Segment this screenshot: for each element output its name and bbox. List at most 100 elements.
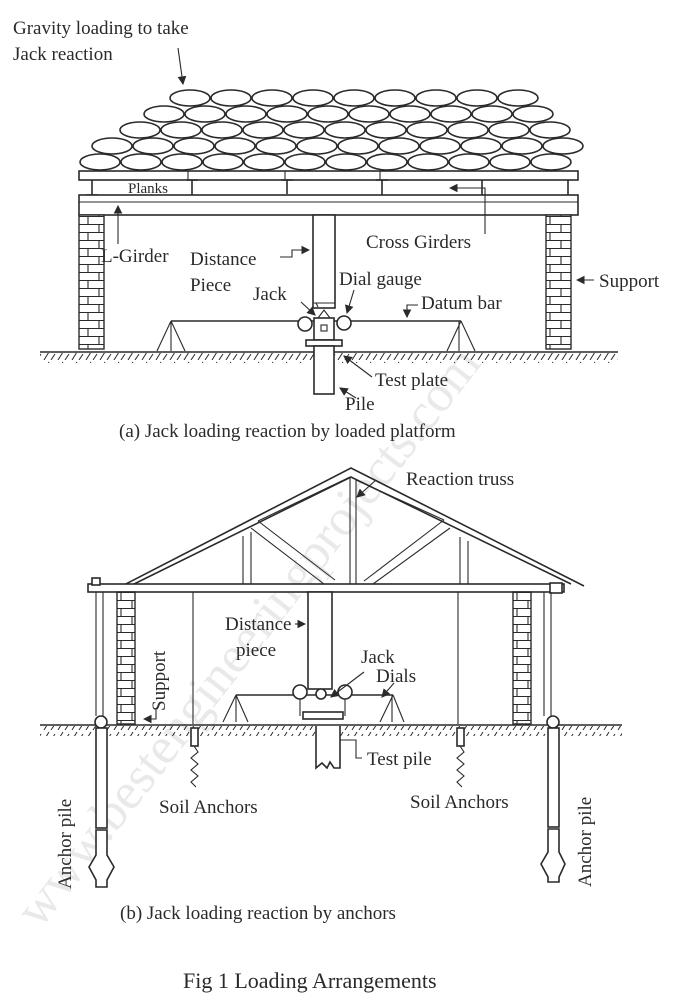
label-cross-girders: Cross Girders xyxy=(366,232,471,253)
support-left-brick-b xyxy=(116,591,136,725)
test-plate xyxy=(305,339,343,347)
support-right-brick xyxy=(545,214,572,350)
label-l-girder: L-Girder xyxy=(101,246,169,267)
sandbag xyxy=(201,121,243,139)
soil-anchor-right xyxy=(456,727,465,788)
label-dial-gauge: Dial gauge xyxy=(339,269,422,290)
label-distance: Distance xyxy=(190,249,256,270)
panel-b-anchors: Reaction truss Distance piece Jack Dials… xyxy=(40,467,622,924)
sandbag xyxy=(242,121,284,139)
label-distance-b: Distance xyxy=(225,614,291,635)
support-right-brick-b xyxy=(512,591,532,725)
caption-panel-b: (b) Jack loading reaction by anchors xyxy=(120,903,396,924)
sandbag xyxy=(447,121,489,139)
jack-b xyxy=(315,688,327,700)
sandbag xyxy=(389,105,431,123)
sandbag xyxy=(512,105,554,123)
sandbag xyxy=(284,153,326,171)
jack-dials-assembly-b xyxy=(292,684,353,720)
sandbag xyxy=(292,89,334,107)
sandbag xyxy=(366,153,408,171)
sandbag xyxy=(120,153,162,171)
label-test-pile: Test pile xyxy=(367,749,432,770)
sandbag xyxy=(456,89,498,107)
label-gravity-loading: Gravity loading to take xyxy=(13,18,189,39)
sandbag xyxy=(460,137,502,155)
label-jack: Jack xyxy=(253,284,287,305)
sandbag xyxy=(225,105,267,123)
sandbag xyxy=(348,105,390,123)
sandbag xyxy=(415,89,457,107)
anchor-pile-right xyxy=(540,715,566,883)
label-soil-anchors-left: Soil Anchors xyxy=(159,797,258,818)
sandbag xyxy=(132,137,174,155)
label-support-b: Support xyxy=(149,650,170,711)
anchor-pile-left xyxy=(88,715,115,888)
dial-gauge-right xyxy=(336,315,352,331)
dial-left-b xyxy=(292,684,308,700)
sandbag xyxy=(307,105,349,123)
label-datum-bar: Datum bar xyxy=(421,293,502,314)
label-piece: Piece xyxy=(190,275,231,296)
sandbag xyxy=(169,89,211,107)
sandbag xyxy=(542,137,584,155)
sandbag xyxy=(501,137,543,155)
gravity-load-sandbags xyxy=(79,89,584,171)
sandbag xyxy=(488,121,530,139)
label-piece-b: piece xyxy=(236,640,276,661)
sandbag xyxy=(161,153,203,171)
distance-piece xyxy=(312,214,336,309)
sandbag xyxy=(184,105,226,123)
sandbag xyxy=(471,105,513,123)
sandbag xyxy=(406,121,448,139)
sandbag xyxy=(251,89,293,107)
sandbag xyxy=(91,137,133,155)
soil-anchor-left xyxy=(190,727,199,788)
sandbag xyxy=(210,89,252,107)
sandbag xyxy=(378,137,420,155)
sandbag xyxy=(333,89,375,107)
label-soil-anchors-right: Soil Anchors xyxy=(410,792,509,813)
panel-a-loaded-platform: Gravity loading to take Jack reaction Pl… xyxy=(13,18,660,442)
label-anchor-pile-right: Anchor pile xyxy=(575,797,596,887)
sandbag xyxy=(407,153,449,171)
sandbag xyxy=(266,105,308,123)
label-test-plate: Test plate xyxy=(375,370,448,391)
sandbag xyxy=(325,153,367,171)
label-pile: Pile xyxy=(345,394,375,415)
jack-assembly xyxy=(297,309,352,347)
label-reaction-truss: Reaction truss xyxy=(406,469,514,490)
sandbag xyxy=(202,153,244,171)
sandbag xyxy=(448,153,490,171)
sandbag xyxy=(489,153,531,171)
pile xyxy=(313,345,335,395)
support-left-brick xyxy=(78,214,105,350)
jack xyxy=(313,317,335,341)
sandbag xyxy=(430,105,472,123)
l-girder xyxy=(78,194,579,216)
label-jack-b: Jack xyxy=(361,647,395,668)
test-pile xyxy=(315,726,341,770)
sandbag xyxy=(296,137,338,155)
sandbag xyxy=(283,121,325,139)
label-anchor-pile-left: Anchor pile xyxy=(55,799,76,889)
sandbag xyxy=(255,137,297,155)
distance-piece-b xyxy=(307,591,333,690)
figure-title: Fig 1 Loading Arrangements xyxy=(183,968,437,993)
dial-gauge-left xyxy=(297,316,313,332)
sandbag xyxy=(243,153,285,171)
label-jack-reaction: Jack reaction xyxy=(13,44,113,65)
sandbag xyxy=(119,121,161,139)
label-planks: Planks xyxy=(128,181,168,197)
sandbag xyxy=(419,137,461,155)
sandbag xyxy=(530,153,572,171)
sandbag xyxy=(79,153,121,171)
sandbag xyxy=(214,137,256,155)
sandbag xyxy=(143,105,185,123)
sandbag xyxy=(324,121,366,139)
sandbag xyxy=(337,137,379,155)
sandbag xyxy=(529,121,571,139)
dial-right-b xyxy=(337,684,353,700)
sandbag xyxy=(365,121,407,139)
